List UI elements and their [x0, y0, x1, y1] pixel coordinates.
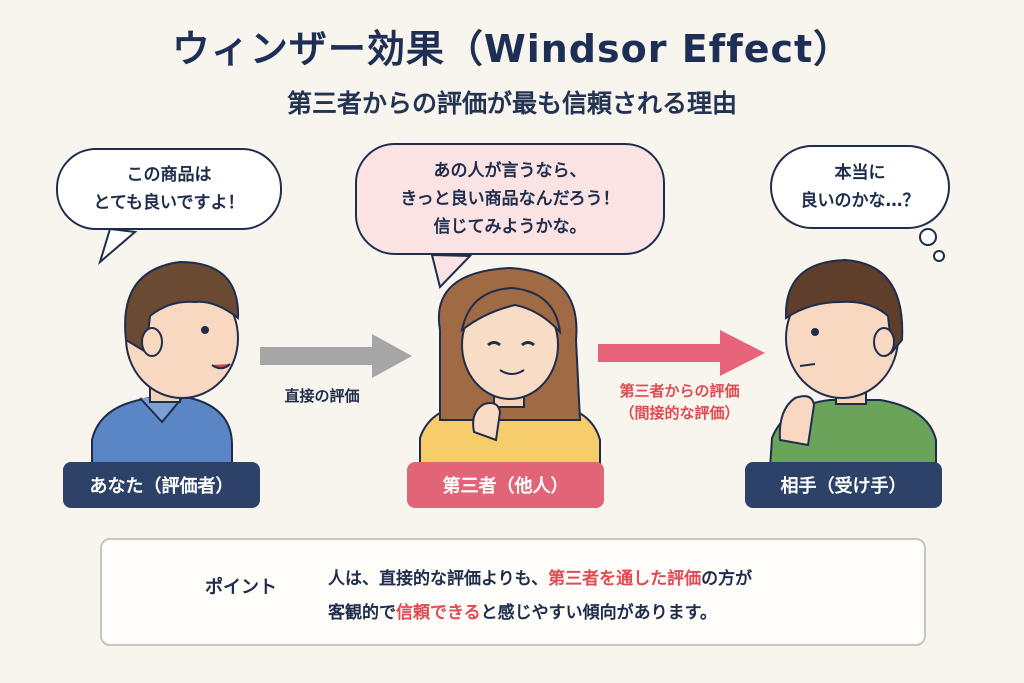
- person-you-illustration: [91, 260, 240, 469]
- person-partner-illustration: [768, 258, 937, 469]
- arrow-direct-label: 直接の評価: [262, 385, 382, 407]
- point-label: ポイント: [205, 577, 277, 598]
- point-line-1-highlight: 第三者を通した評価: [548, 569, 702, 589]
- point-line-1: 人は、直接的な評価よりも、第三者を通した評価の方が: [328, 562, 848, 596]
- arrow-indirect-text-2: （間接的な評価）: [619, 404, 740, 422]
- arrow-indirect-icon: [598, 330, 765, 376]
- speech-bubble-you: この商品は とても良いですよ！: [56, 148, 282, 230]
- thought-dot-1: [919, 228, 937, 246]
- page-subtitle: 第三者からの評価が最も信頼される理由: [286, 89, 737, 118]
- thought-dot-2: [933, 250, 945, 262]
- arrow-direct-text: 直接の評価: [284, 387, 360, 405]
- person-third-illustration: [419, 266, 601, 469]
- point-line-2-b: と感じやすい傾向があります。: [480, 603, 717, 623]
- bubble-you-line-2: とても良いですよ！: [93, 193, 245, 213]
- bubble-you-line-1: この商品は: [126, 165, 212, 185]
- role-tag-third: 第三者（他人）: [407, 462, 604, 508]
- bubble-tail-third: [430, 253, 473, 289]
- role-tag-partner: 相手（受け手）: [745, 462, 942, 508]
- arrow-indirect-label: 第三者からの評価 （間接的な評価）: [592, 380, 767, 424]
- bubble-third-line-1: あの人が言うなら、: [433, 161, 587, 181]
- point-text: 人は、直接的な評価よりも、第三者を通した評価の方が 客観的で信頼できると感じやす…: [328, 562, 848, 630]
- point-line-2-highlight: 信頼できる: [396, 603, 481, 623]
- thought-bubble-partner: 本当に 良いのかな…？: [770, 145, 950, 229]
- bubble-partner-line-1: 本当に: [834, 163, 886, 183]
- bubble-tail-you: [98, 227, 138, 265]
- point-line-1-a: 人は、直接的な評価よりも、: [328, 569, 549, 589]
- arrow-direct-icon: [260, 334, 412, 378]
- arrow-indirect-text-1: 第三者からの評価: [619, 382, 740, 400]
- bubble-third-line-3: 信じてみようかな。: [433, 217, 587, 237]
- point-line-1-b: の方が: [701, 569, 753, 589]
- role-tag-you: あなた（評価者）: [63, 462, 260, 508]
- point-line-2-a: 客観的で: [328, 603, 396, 623]
- page-title: ウィンザー効果（Windsor Effect）: [171, 27, 853, 71]
- speech-bubble-third: あの人が言うなら、 きっと良い商品なんだろう！ 信じてみようかな。: [355, 143, 665, 255]
- point-box: [100, 538, 926, 646]
- bubble-partner-line-2: 良いのかな…？: [800, 191, 920, 211]
- bubble-third-line-2: きっと良い商品なんだろう！: [400, 189, 620, 209]
- point-line-2: 客観的で信頼できると感じやすい傾向があります。: [328, 596, 848, 630]
